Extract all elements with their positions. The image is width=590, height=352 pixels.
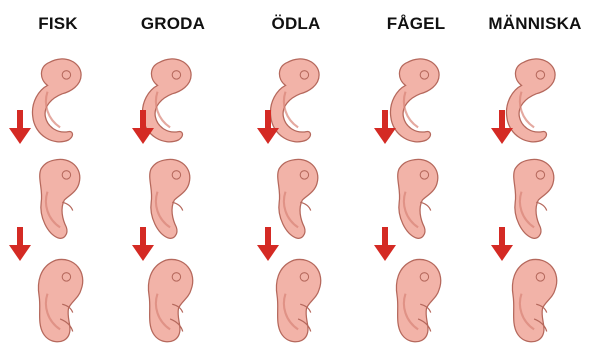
embryo-manniska-early	[506, 59, 555, 142]
embryo-groda-late	[148, 259, 192, 341]
embryo-fagel-early	[390, 59, 439, 142]
arrow-odla-2	[257, 227, 279, 261]
embryo-odla-late	[276, 259, 320, 341]
arrow-fagel-2	[374, 227, 396, 261]
embryo-odla-middle	[278, 159, 318, 238]
embryo-manniska-middle	[514, 159, 554, 238]
arrow-fisk-2	[9, 227, 31, 261]
arrow-fisk-1	[9, 110, 31, 144]
embryo-fisk-late	[38, 259, 82, 341]
arrow-groda-2	[132, 227, 154, 261]
arrow-manniska-2	[491, 227, 513, 261]
embryo-fisk-early	[32, 59, 81, 142]
embryo-fagel-middle	[398, 159, 438, 238]
embryo-manniska-late	[512, 259, 556, 341]
embryo-fagel-late	[396, 259, 440, 341]
embryo-fisk-middle	[40, 159, 80, 238]
embryo-groda-middle	[150, 159, 190, 238]
